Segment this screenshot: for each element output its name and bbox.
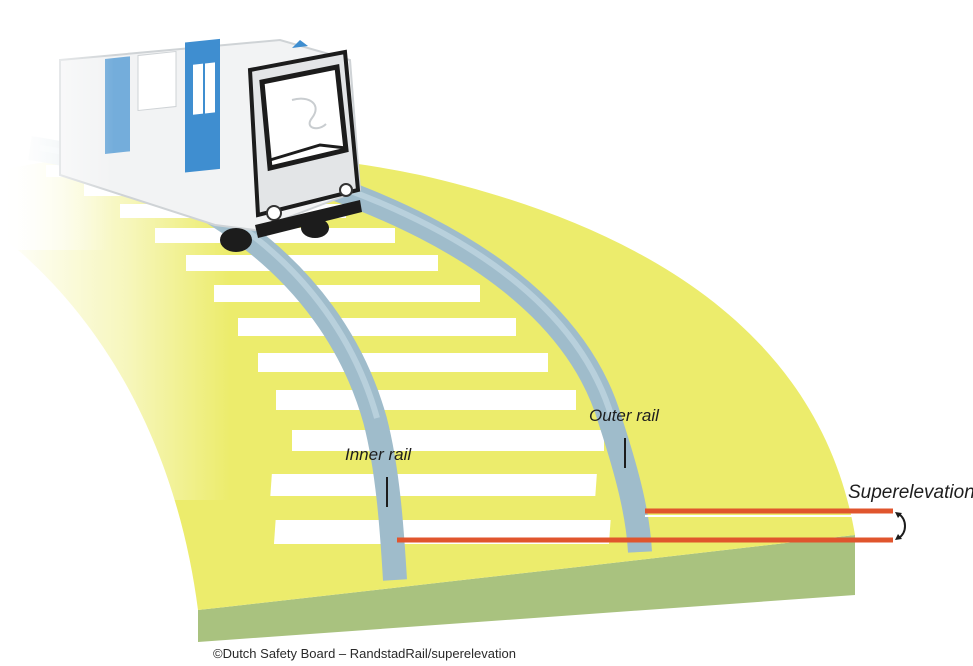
inner-rail-label: Inner rail: [345, 445, 412, 464]
image-credit: ©Dutch Safety Board – RandstadRail/super…: [213, 646, 516, 661]
tram: [0, 20, 362, 252]
superelevation-arrow-icon: [898, 513, 906, 539]
embankment-side: [198, 535, 855, 642]
headlight-right-icon: [339, 183, 353, 197]
superelevation-label: Superelevation: [848, 482, 973, 503]
outer-rail-label: Outer rail: [589, 406, 660, 425]
headlight-left-icon: [266, 205, 282, 221]
